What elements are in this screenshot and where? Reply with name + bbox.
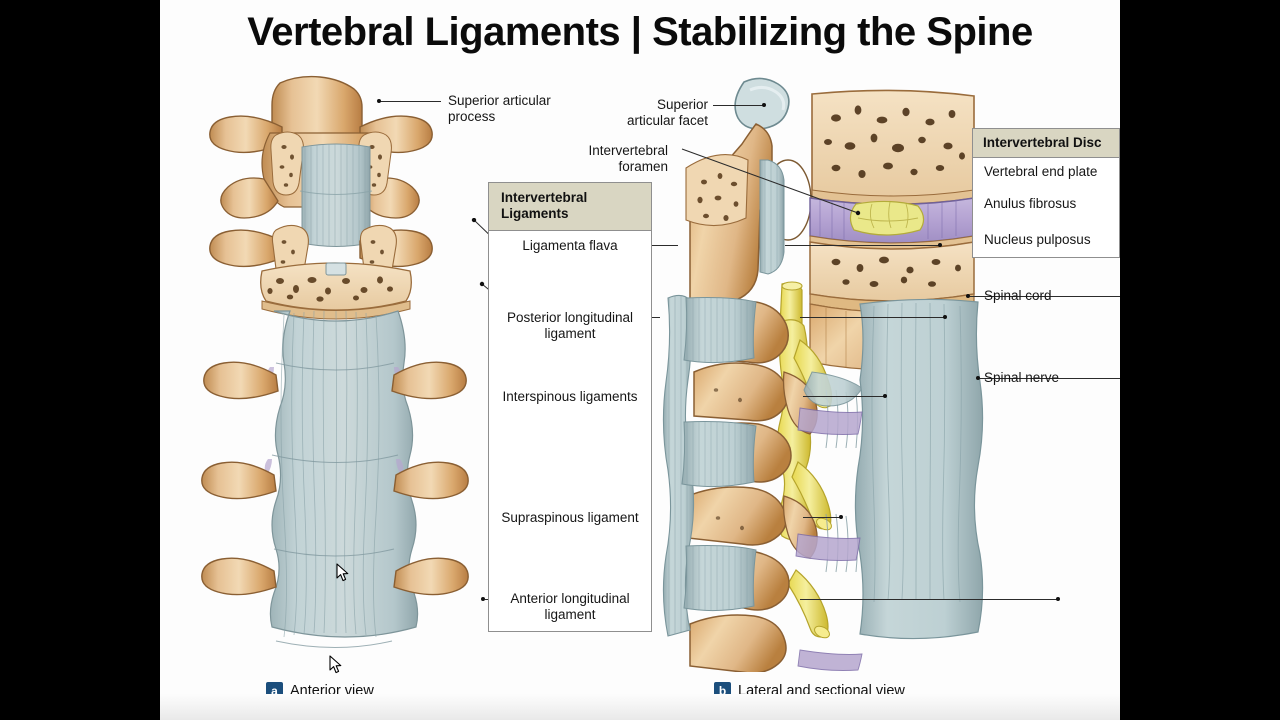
ligaments-item-supraspinous-ligament: Supraspinous ligament — [501, 510, 639, 525]
ligaments-item-anterior-longitudinal-ligament: Anterior longitudinal ligament — [510, 591, 630, 622]
leader-spinal-nerve — [980, 378, 1120, 379]
leadpoint-superior-articular-process — [377, 99, 381, 103]
mouse-pointer-upper — [336, 563, 349, 582]
letterbox-right — [1120, 0, 1280, 720]
leader-all-right — [800, 599, 1058, 600]
ligaments-item-ligamenta-flava: Ligamenta flava — [522, 238, 618, 253]
leader-superior-articular-process — [379, 101, 441, 102]
caption-lateral-sectional-view: b Lateral and sectional view — [714, 682, 905, 699]
leader-superior-articular-facet — [713, 105, 764, 106]
mouse-pointer-lower — [329, 655, 342, 674]
ligaments-item-posterior-longitudinal-ligament: Posterior longitudinal ligament — [506, 310, 634, 341]
leadpoint-spinal-nerve — [976, 376, 980, 380]
leadpoint-superior-articular-facet — [762, 103, 766, 107]
leader-interspinous-ligaments — [803, 396, 885, 397]
label-superior-articular-process: Superior articular process — [448, 93, 551, 124]
intervertebral-ligaments-box: Intervertebral Ligaments — [488, 182, 652, 632]
intervertebral-ligaments-header: Intervertebral Ligaments — [489, 183, 651, 231]
caption-anterior-view: a Anterior view — [266, 682, 374, 699]
letterbox-left — [0, 0, 160, 720]
label-intervertebral-foramen: Intervertebral foramen — [588, 143, 668, 174]
intervertebral-disc-header: Intervertebral Disc — [973, 129, 1119, 158]
lateral-sectional-view-figure — [662, 77, 984, 672]
leadpoint-ligamenta-flava — [938, 243, 942, 247]
leader-supraspinous-ligament — [803, 517, 841, 518]
label-spinal-cord: Spinal cord — [984, 288, 1052, 303]
leadpoint-supraspinous-ligament — [839, 515, 843, 519]
leader-ligamenta-flava-right — [785, 245, 940, 246]
intervertebral-disc-box: Intervertebral Disc — [972, 128, 1120, 258]
disc-item-anulus-fibrosus: Anulus fibrosus — [984, 196, 1077, 211]
caption-badge-a: a — [266, 682, 283, 699]
label-spinal-nerve: Spinal nerve — [984, 370, 1060, 385]
leadpoint-interspinous-ligaments — [883, 394, 887, 398]
slide-canvas: Vertebral Ligaments | Stabilizing the Sp… — [160, 0, 1120, 720]
disc-item-nucleus-pulposus: Nucleus pulposus — [984, 232, 1091, 247]
label-superior-articular-facet: Superior articular facet — [626, 97, 708, 128]
anterior-view-figure — [201, 75, 469, 648]
leadpoint-all-right — [1056, 597, 1060, 601]
caption-text-b: Lateral and sectional view — [738, 682, 905, 699]
caption-badge-b: b — [714, 682, 731, 699]
leadpoint-all-left — [481, 597, 485, 601]
leader-intervertebral-foramen — [681, 148, 861, 216]
ligaments-item-interspinous-ligaments: Interspinous ligaments — [502, 389, 638, 404]
leader-pll-right — [800, 317, 945, 318]
leader-spinal-cord — [970, 296, 1120, 297]
leadpoint-spinal-cord — [966, 294, 970, 298]
disc-item-vertebral-end-plate: Vertebral end plate — [984, 164, 1098, 179]
leadpoint-pll-right — [943, 315, 947, 319]
caption-text-a: Anterior view — [290, 682, 374, 699]
leader-ligamenta-flava-left — [638, 245, 678, 246]
page-title: Vertebral Ligaments | Stabilizing the Sp… — [247, 10, 1033, 54]
